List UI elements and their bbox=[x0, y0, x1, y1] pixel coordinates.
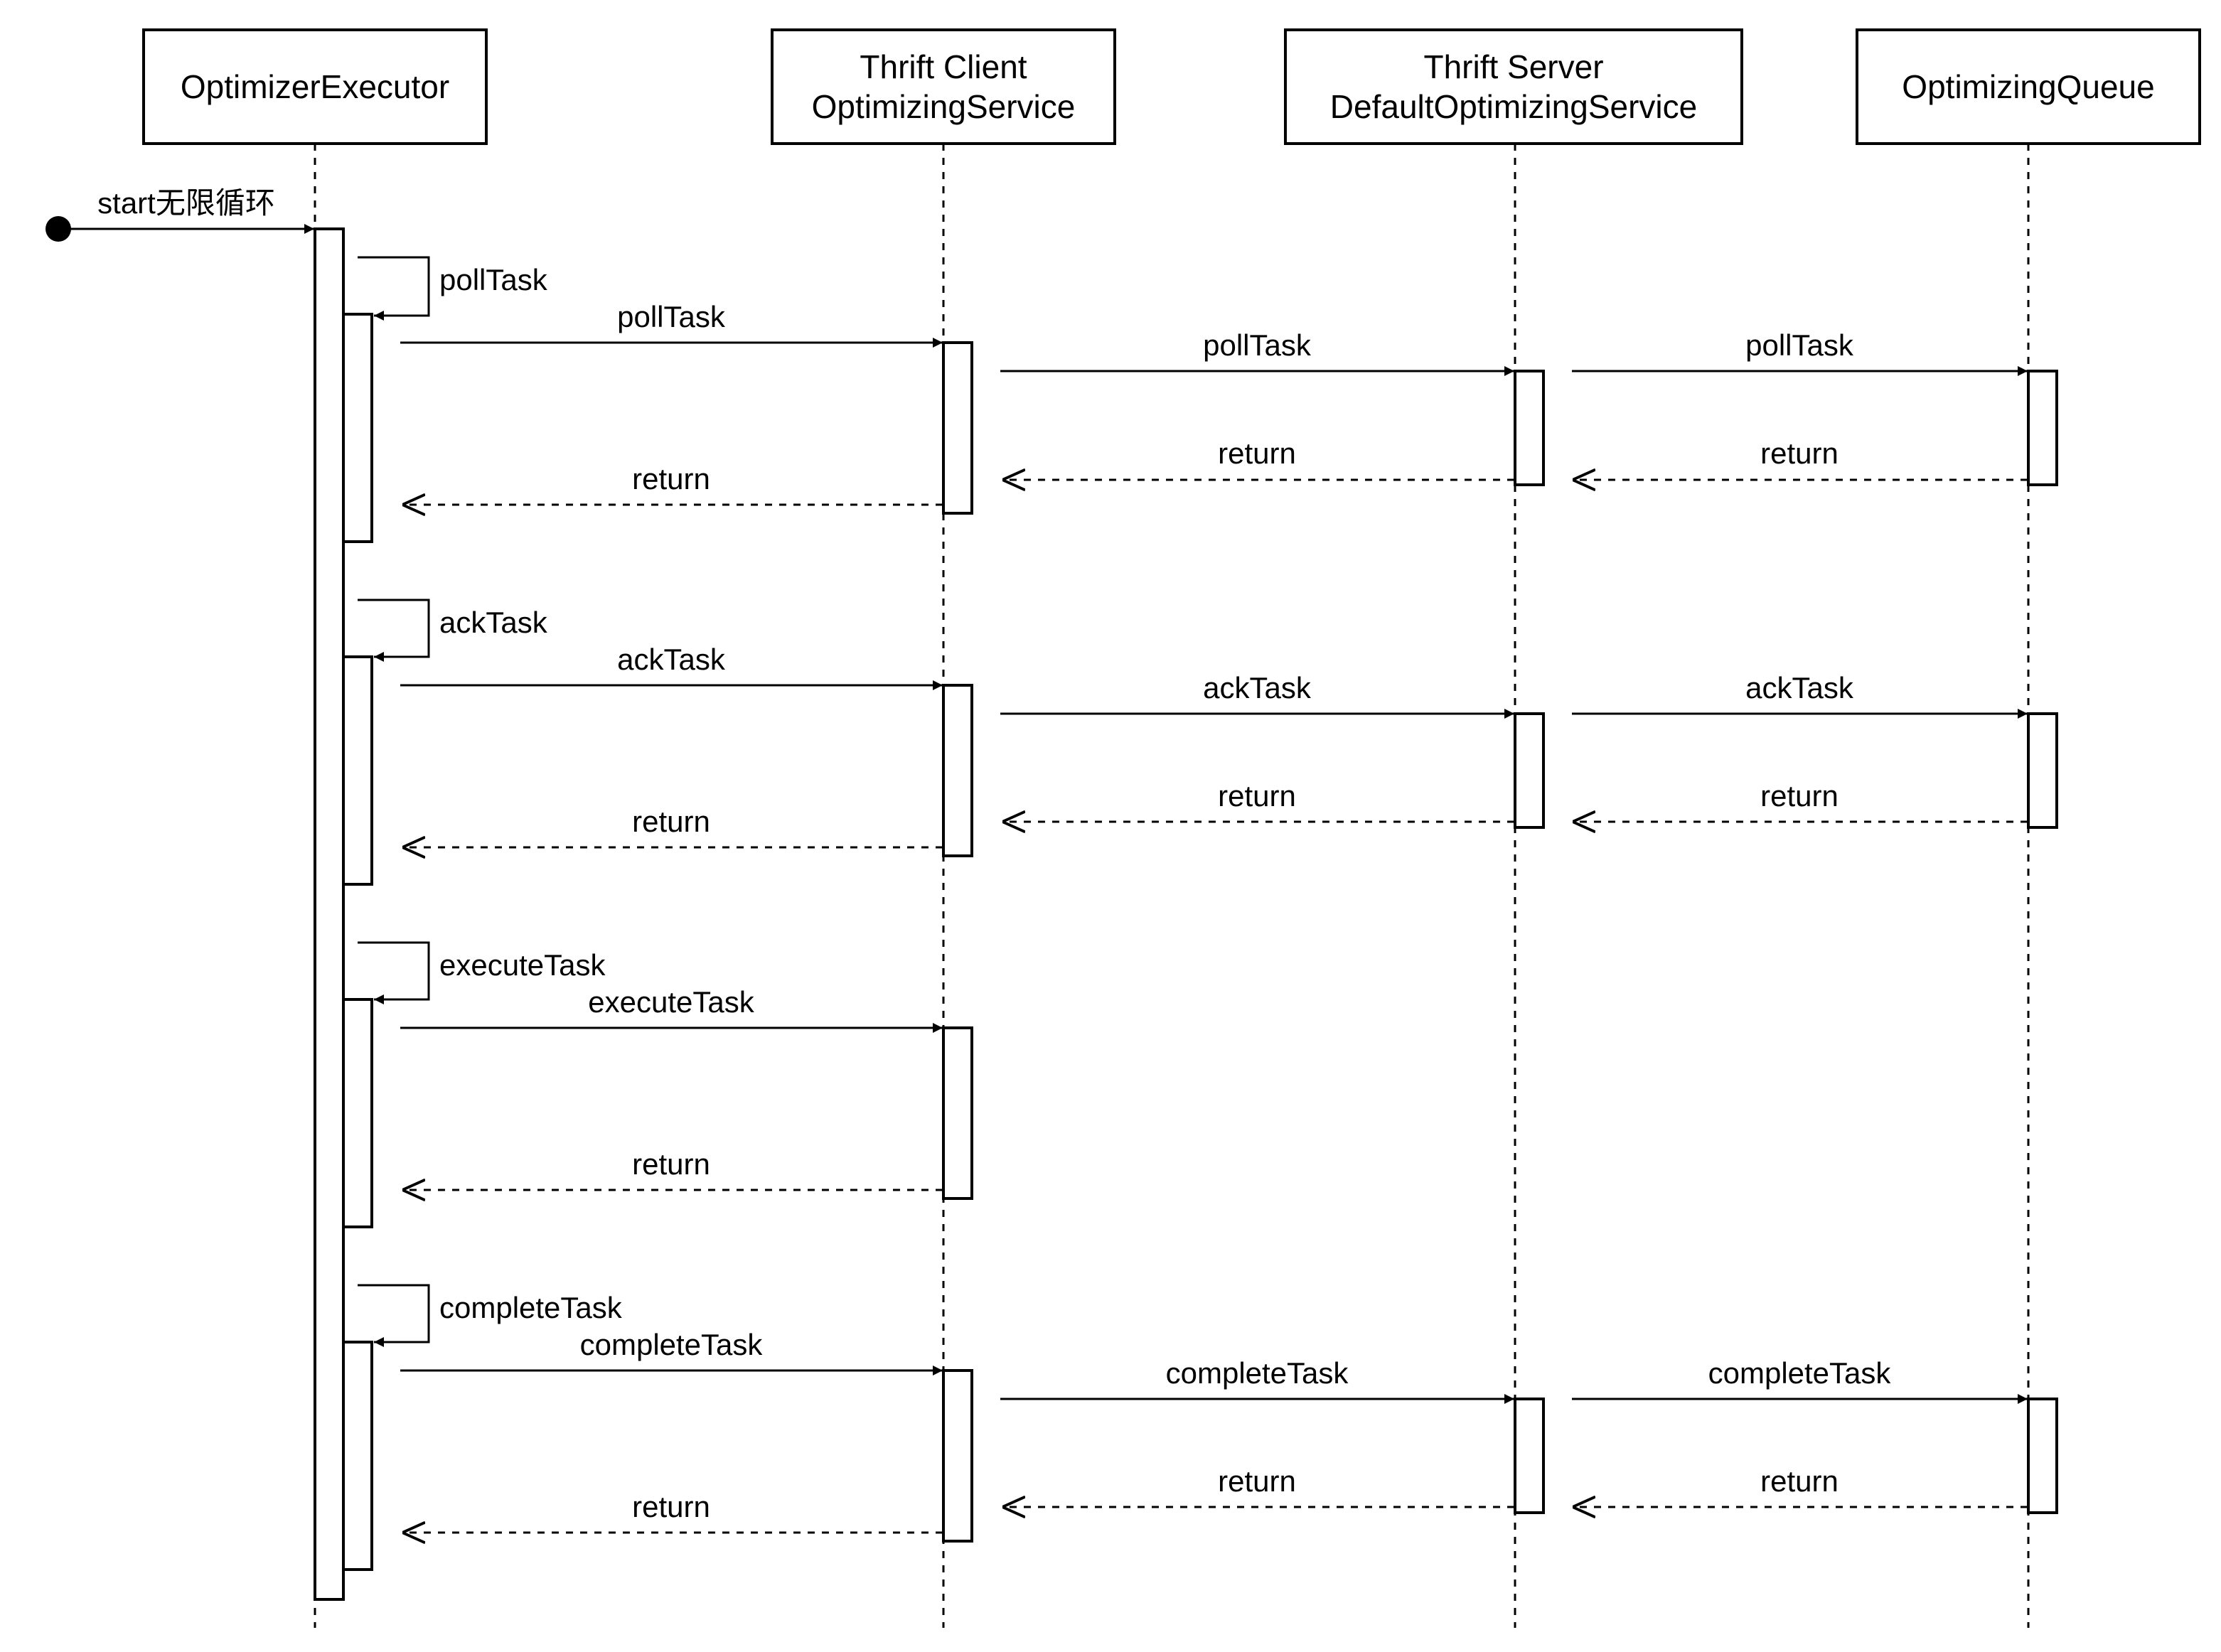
participant-server-name-line1: Thrift Server bbox=[1423, 48, 1603, 85]
participant-client-name-line1: Thrift Client bbox=[860, 48, 1027, 85]
activation-server-ack bbox=[1514, 712, 1545, 829]
self-call-execute-label: executeTask bbox=[439, 948, 606, 982]
message-poll-client-to-server-label: pollTask bbox=[1203, 328, 1312, 362]
activation-client-execute bbox=[942, 1026, 973, 1200]
participant-client: Thrift Client OptimizingService bbox=[771, 28, 1116, 145]
return-complete-queue-to-server-label: return bbox=[1760, 1464, 1839, 1498]
activation-server-complete bbox=[1514, 1398, 1545, 1514]
activation-server-poll bbox=[1514, 370, 1545, 486]
self-call-ack bbox=[358, 599, 430, 662]
message-complete-executor-to-client-label: completeTask bbox=[580, 1328, 764, 1361]
phase-execute-task: executeTask executeTask return bbox=[342, 941, 973, 1228]
activation-executor-execute bbox=[342, 998, 373, 1228]
return-poll-client-to-executor-label: return bbox=[632, 462, 710, 495]
message-complete-client-to-server-label: completeTask bbox=[1166, 1356, 1349, 1390]
self-call-poll bbox=[358, 256, 430, 321]
return-poll-server-to-client-label: return bbox=[1218, 436, 1296, 470]
activation-client-complete bbox=[942, 1369, 973, 1543]
message-complete-server-to-queue-label: completeTask bbox=[1708, 1356, 1892, 1390]
message-ack-executor-to-client-label: ackTask bbox=[617, 643, 726, 676]
self-call-complete-label: completeTask bbox=[439, 1291, 623, 1324]
self-call-complete bbox=[358, 1284, 430, 1347]
phase-poll-task: pollTask pollTask return pollTask return… bbox=[342, 256, 2058, 543]
participant-server-name-line2: DefaultOptimizingService bbox=[1330, 88, 1697, 125]
return-complete-server-to-client-label: return bbox=[1218, 1464, 1296, 1498]
message-poll-server-to-queue-label: pollTask bbox=[1745, 328, 1854, 362]
participant-queue-name: OptimizingQueue bbox=[1902, 68, 2154, 105]
participant-queue: OptimizingQueue bbox=[1856, 28, 2201, 145]
activation-executor-main bbox=[314, 227, 345, 1601]
activation-queue-complete bbox=[2027, 1398, 2058, 1514]
return-ack-server-to-client-label: return bbox=[1218, 779, 1296, 812]
self-call-execute bbox=[358, 941, 430, 1004]
return-poll-queue-to-server-label: return bbox=[1760, 436, 1839, 470]
activation-executor-ack bbox=[342, 655, 373, 886]
message-ack-server-to-queue-label: ackTask bbox=[1745, 671, 1854, 704]
message-ack-client-to-server-label: ackTask bbox=[1203, 671, 1312, 704]
activation-queue-poll bbox=[2027, 370, 2058, 486]
start-label: start无限循环 bbox=[97, 186, 275, 220]
participant-executor-name: OptimizerExecutor bbox=[181, 68, 449, 105]
activation-client-poll bbox=[942, 341, 973, 515]
return-execute-client-to-executor-label: return bbox=[632, 1147, 710, 1181]
participant-server: Thrift Server DefaultOptimizingService bbox=[1284, 28, 1743, 145]
return-ack-queue-to-server-label: return bbox=[1760, 779, 1839, 812]
self-call-ack-label: ackTask bbox=[439, 606, 548, 639]
return-complete-client-to-executor-label: return bbox=[632, 1490, 710, 1523]
activation-client-ack bbox=[942, 684, 973, 857]
message-execute-executor-to-client-label: executeTask bbox=[588, 985, 754, 1019]
participant-executor: OptimizerExecutor bbox=[142, 28, 488, 145]
activation-executor-complete bbox=[342, 1341, 373, 1571]
start-message: start无限循环 bbox=[46, 186, 314, 242]
phase-ack-task: ackTask ackTask return ackTask return ac… bbox=[342, 599, 2058, 886]
participant-client-name-line2: OptimizingService bbox=[812, 88, 1076, 125]
activation-queue-ack bbox=[2027, 712, 2058, 829]
return-ack-client-to-executor-label: return bbox=[632, 805, 710, 838]
self-call-poll-label: pollTask bbox=[439, 263, 548, 296]
activation-executor-poll bbox=[342, 313, 373, 543]
phase-complete-task: completeTask completeTask return complet… bbox=[342, 1284, 2058, 1571]
message-poll-executor-to-client-label: pollTask bbox=[617, 300, 726, 333]
